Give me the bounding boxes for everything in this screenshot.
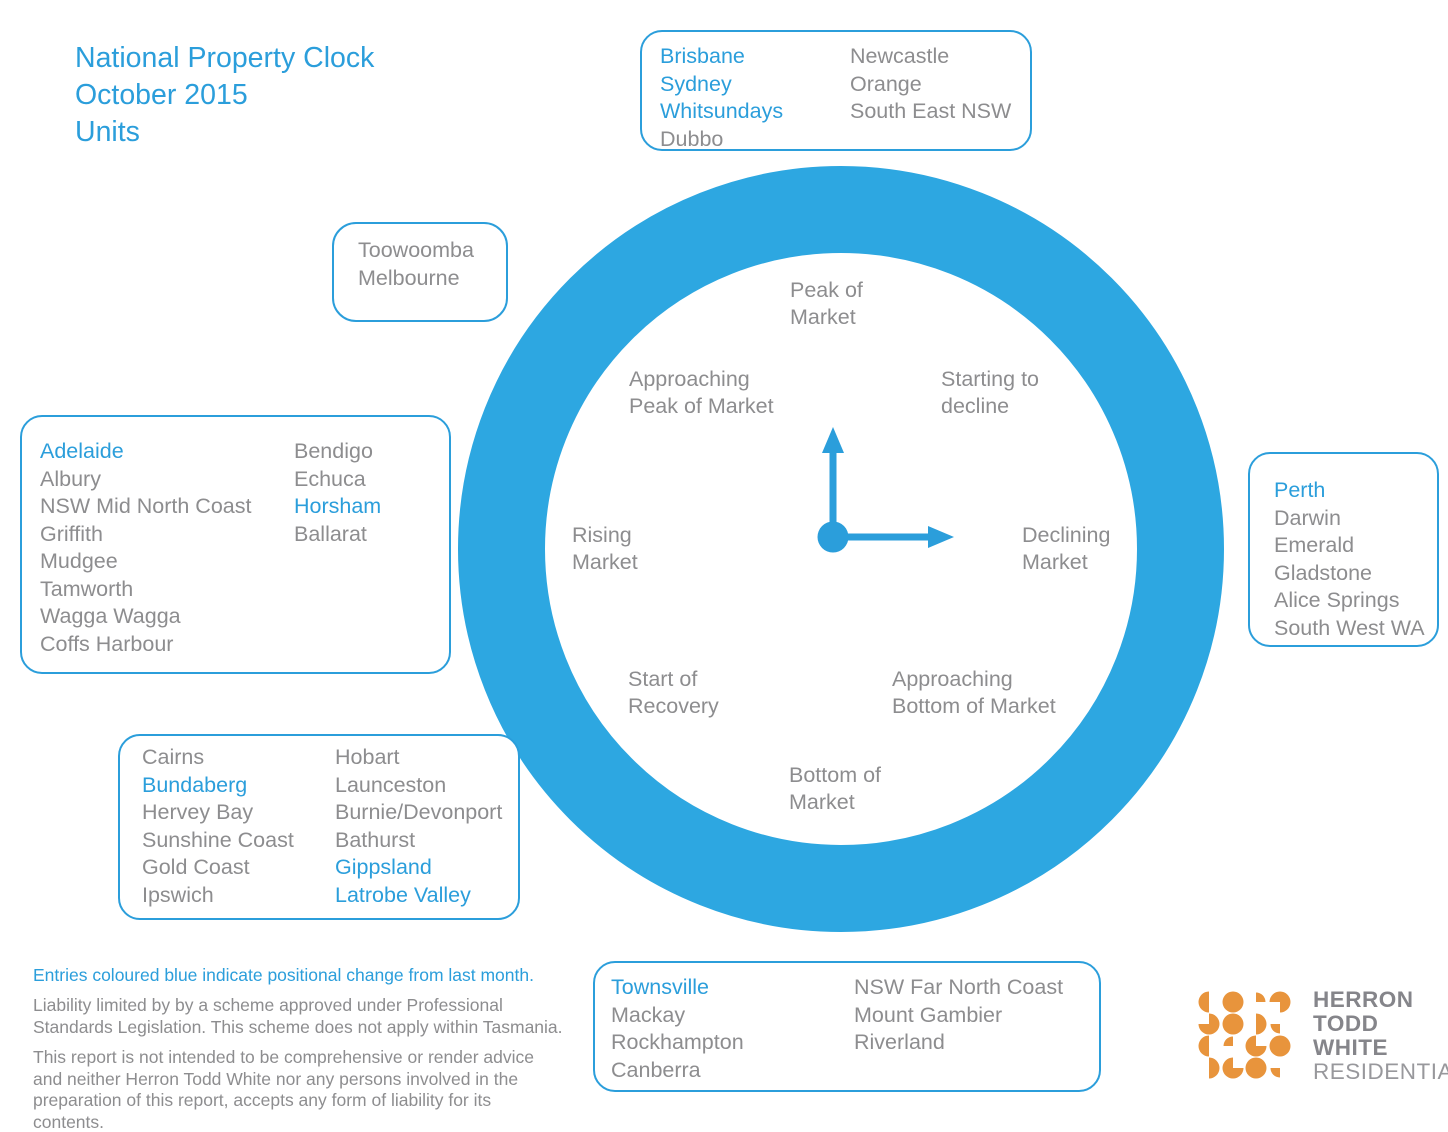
clock-label-approaching-peak: Approaching Peak of Market xyxy=(629,367,774,418)
city-column: Toowoomba Melbourne xyxy=(358,237,474,320)
city-label: Mudgee xyxy=(40,549,118,573)
report-disclaimer: This report is not intended to be compre… xyxy=(33,1047,534,1132)
clock-center-dot xyxy=(817,521,849,553)
city-column: Cairns Bundaberg Hervey Bay Sunshine Coa… xyxy=(142,744,335,918)
city-label: Townsville xyxy=(611,975,709,999)
city-label: Tamworth xyxy=(40,576,134,601)
city-label: Perth xyxy=(1274,478,1326,502)
city-label: Sydney xyxy=(660,71,732,96)
city-label: Griffith xyxy=(40,521,103,546)
herron-todd-white-logo: HERRON TODD WHITE RESIDENTIAL xyxy=(1197,986,1448,1084)
city-label: South West WA xyxy=(1274,615,1425,640)
footer-disclaimer: Entries coloured blue indicate positiona… xyxy=(33,964,585,1132)
city-column: Townsville Mackay Rockhampton Canberra xyxy=(611,974,854,1090)
city-label: Whitsundays xyxy=(660,99,784,123)
city-label: South East NSW xyxy=(850,99,1012,123)
city-label: Horsham xyxy=(294,494,382,518)
clock-label-declining-market: Declining Market xyxy=(1022,523,1111,574)
city-box-rising-market: Adelaide Albury NSW Mid North Coast Grif… xyxy=(20,415,451,674)
clock-label-bottom-of-market: Bottom of Market xyxy=(789,763,882,814)
city-label: NSW Mid North Coast xyxy=(40,494,252,518)
city-label: Rockhampton xyxy=(611,1030,744,1054)
city-label: Cairns xyxy=(142,745,205,769)
clock-label-peak-of-market: Peak of Market xyxy=(790,278,863,329)
city-column: Hobart Launceston Burnie/Devonport Bathu… xyxy=(335,744,502,918)
city-label: Wagga Wagga xyxy=(40,604,181,628)
city-box-start-of-recovery: Cairns Bundaberg Hervey Bay Sunshine Coa… xyxy=(118,734,520,920)
city-label: Ballarat xyxy=(294,521,367,546)
city-label: Hervey Bay xyxy=(142,800,254,824)
city-label: Riverland xyxy=(854,1030,945,1054)
minute-hand-arrowhead-icon xyxy=(822,427,844,453)
city-label: Bathurst xyxy=(335,827,416,852)
logo-wordmark: HERRON TODD WHITE RESIDENTIAL xyxy=(1313,986,1448,1084)
city-label: Toowoomba xyxy=(358,238,474,262)
city-column: Perth Darwin Emerald Gladstone Alice Spr… xyxy=(1274,477,1425,645)
city-label: Alice Springs xyxy=(1274,588,1400,612)
city-label: Coffs Harbour xyxy=(40,631,174,656)
logo-line-todd: TODD xyxy=(1313,1011,1379,1036)
city-column: Bendigo Echuca Horsham Ballarat xyxy=(294,438,381,672)
city-label: Emerald xyxy=(1274,533,1355,557)
city-box-declining-market: Perth Darwin Emerald Gladstone Alice Spr… xyxy=(1248,452,1439,647)
clock-ring xyxy=(458,166,1224,932)
clock-hands xyxy=(817,427,954,553)
city-label: Bundaberg xyxy=(142,772,248,797)
city-label: Gold Coast xyxy=(142,855,250,879)
hour-hand-arrowhead-icon xyxy=(928,526,954,548)
city-label: Melbourne xyxy=(358,265,460,290)
city-label: Latrobe Valley xyxy=(335,882,471,907)
clock-label-rising-market: Rising Market xyxy=(572,523,638,574)
city-label: Adelaide xyxy=(40,439,124,463)
city-box-bottom-of-market: Townsville Mackay Rockhampton Canberra N… xyxy=(593,961,1101,1092)
city-column: Brisbane Sydney Whitsundays Dubbo xyxy=(660,43,850,151)
city-label: Darwin xyxy=(1274,505,1341,530)
city-label: Sunshine Coast xyxy=(142,827,294,852)
blue-entries-note: Entries coloured blue indicate positiona… xyxy=(33,965,534,985)
city-box-peak-of-market: Brisbane Sydney Whitsundays Dubbo Newcas… xyxy=(640,30,1032,151)
city-label: Dubbo xyxy=(660,126,724,151)
city-box-approaching-peak: Toowoomba Melbourne xyxy=(332,222,508,322)
city-label: Gladstone xyxy=(1274,560,1373,585)
page-title: National Property Clock October 2015 Uni… xyxy=(75,42,375,148)
city-label: Canberra xyxy=(611,1057,701,1082)
city-label: Launceston xyxy=(335,772,447,797)
clock-label-start-of-recovery: Start of Recovery xyxy=(628,667,719,718)
city-label: Echuca xyxy=(294,466,366,491)
htw-dot-matrix-icon xyxy=(1198,991,1291,1079)
city-label: Mount Gambier xyxy=(854,1002,1003,1027)
city-label: Ipswich xyxy=(142,882,214,907)
city-column: NSW Far North Coast Mount Gambier Riverl… xyxy=(854,974,1063,1090)
city-label: Hobart xyxy=(335,745,400,769)
city-label: Orange xyxy=(850,71,922,96)
logo-line-residential: RESIDENTIAL xyxy=(1313,1059,1448,1084)
liability-disclaimer: Liability limited by by a scheme approve… xyxy=(33,995,563,1037)
city-label: Bendigo xyxy=(294,439,373,463)
clock-label-starting-to-decline: Starting to decline xyxy=(941,367,1039,418)
city-label: NSW Far North Coast xyxy=(854,975,1064,999)
logo-line-white: WHITE xyxy=(1313,1035,1388,1060)
city-column: Newcastle Orange South East NSW xyxy=(850,43,1011,149)
city-label: Mackay xyxy=(611,1002,686,1027)
city-label: Gippsland xyxy=(335,855,432,879)
logo-line-herron: HERRON xyxy=(1313,987,1414,1012)
city-label: Burnie/Devonport xyxy=(335,800,503,824)
city-label: Brisbane xyxy=(660,44,745,68)
city-column: Adelaide Albury NSW Mid North Coast Grif… xyxy=(40,438,294,672)
city-label: Albury xyxy=(40,466,101,491)
city-label: Newcastle xyxy=(850,44,950,68)
clock-label-approaching-bottom: Approaching Bottom of Market xyxy=(892,667,1056,718)
